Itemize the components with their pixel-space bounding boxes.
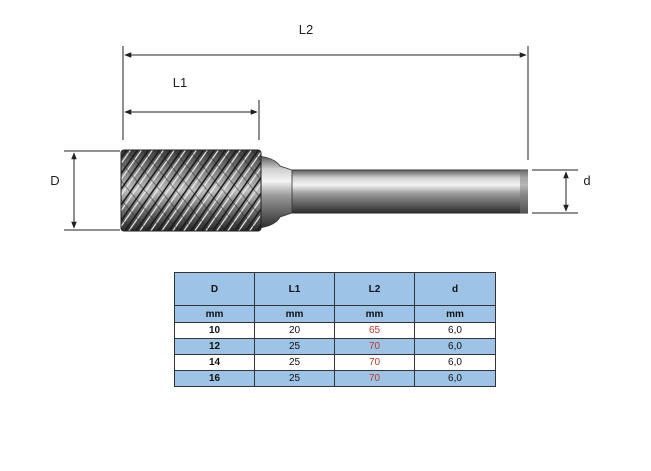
burr-drawing: L2 L1 D d: [50, 22, 591, 232]
column-header-d: D: [174, 272, 255, 306]
cell-d: 14: [174, 354, 255, 371]
cell-l2: 65: [334, 322, 415, 339]
table-header-row: D L1 L2 d: [174, 272, 496, 306]
unit-cell: mm: [174, 305, 255, 323]
column-header-l2: L2: [334, 272, 415, 306]
cell-d: 12: [174, 338, 255, 355]
dimensions-table: D L1 L2 d mm mm mm mm 10 20 65 6,0 12 25…: [174, 272, 496, 387]
unit-cell: mm: [254, 305, 335, 323]
label-l2: L2: [299, 22, 313, 37]
cell-shank-d: 6,0: [414, 338, 496, 355]
label-shank-d: d: [583, 173, 590, 188]
table-row: 16 25 70 6,0: [174, 370, 496, 387]
cell-l2: 70: [334, 354, 415, 371]
label-d: D: [50, 173, 59, 188]
column-header-shank-d: d: [414, 272, 496, 306]
cell-shank-d: 6,0: [414, 354, 496, 371]
unit-cell: mm: [334, 305, 415, 323]
label-l1: L1: [173, 75, 187, 90]
cell-shank-d: 6,0: [414, 322, 496, 339]
burr-shank: [292, 169, 528, 214]
cell-l1: 25: [254, 354, 335, 371]
cell-shank-d: 6,0: [414, 370, 496, 387]
cell-l1: 25: [254, 370, 335, 387]
table-row: 14 25 70 6,0: [174, 354, 496, 371]
cell-d: 10: [174, 322, 255, 339]
burr-cutting-head: [120, 149, 262, 232]
unit-cell: mm: [414, 305, 496, 323]
table-units-row: mm mm mm mm: [174, 305, 496, 323]
cell-l2: 70: [334, 370, 415, 387]
burr-neck: [257, 155, 293, 229]
cell-l2: 70: [334, 338, 415, 355]
cell-l1: 20: [254, 322, 335, 339]
column-header-l1: L1: [254, 272, 335, 306]
table-row: 12 25 70 6,0: [174, 338, 496, 355]
cell-l1: 25: [254, 338, 335, 355]
table-row: 10 20 65 6,0: [174, 322, 496, 339]
cell-d: 16: [174, 370, 255, 387]
